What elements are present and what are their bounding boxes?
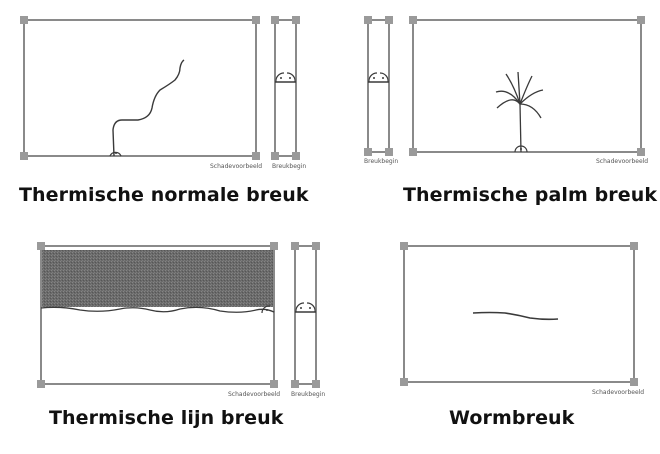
panel-thermal-line-break: Schadevoorbeeld Breukbegin xyxy=(37,242,325,398)
caption-thermal-normal-break: Thermische normale breuk xyxy=(19,184,309,206)
crack-origin-angle-icon xyxy=(295,302,316,313)
crack-line xyxy=(40,306,275,313)
corner-marker xyxy=(409,148,417,156)
panel-worm-break: Schadevoorbeeld xyxy=(400,242,644,396)
crack-origin-dot xyxy=(309,307,311,309)
panel-thermal-normal-break: Schadevoorbeeld Breukbegin xyxy=(20,16,306,170)
corner-marker xyxy=(271,152,279,160)
glass-pane-frame xyxy=(40,245,275,385)
corner-marker xyxy=(637,16,645,24)
break-start-label: Breukbegin xyxy=(364,158,398,165)
corner-marker xyxy=(270,380,278,388)
corner-marker xyxy=(20,152,28,160)
crack-origin-dot xyxy=(266,309,268,311)
caption-worm-break: Wormbreuk xyxy=(449,407,575,429)
corner-marker xyxy=(385,16,393,24)
shaded-broken-area xyxy=(41,250,274,307)
damage-example-label: Schadevoorbeeld xyxy=(596,158,648,165)
corner-marker xyxy=(270,242,278,250)
crack-origin-dot xyxy=(382,77,384,79)
crack-line xyxy=(472,311,559,321)
corner-marker xyxy=(400,378,408,386)
damage-example-label: Schadevoorbeeld xyxy=(228,391,280,398)
corner-marker xyxy=(20,16,28,24)
corner-marker xyxy=(385,148,393,156)
corner-marker xyxy=(630,378,638,386)
corner-marker xyxy=(292,152,300,160)
caption-thermal-line-break: Thermische lijn breuk xyxy=(49,407,284,429)
crack-origin-angle-icon xyxy=(275,72,296,83)
corner-marker xyxy=(252,16,260,24)
crack-origin-dot xyxy=(300,307,302,309)
corner-marker xyxy=(291,380,299,388)
damage-example-label: Schadevoorbeeld xyxy=(592,389,644,396)
corner-marker xyxy=(37,242,45,250)
corner-marker xyxy=(312,242,320,250)
crack-origin-angle-icon xyxy=(261,305,271,314)
panel-thermal-palm-break: Breukbegin Schadevoorbeeld xyxy=(364,16,648,165)
corner-marker xyxy=(364,148,372,156)
glass-pane-frame xyxy=(403,245,635,383)
palm-crack-pattern xyxy=(495,71,544,153)
crack-origin-dot xyxy=(115,152,117,154)
crack-origin-dot xyxy=(280,77,282,79)
crack-origin-angle-icon xyxy=(514,145,528,153)
corner-marker xyxy=(630,242,638,250)
crack-origin-dot xyxy=(520,148,522,150)
corner-marker xyxy=(252,152,260,160)
crack-line xyxy=(112,59,185,157)
corner-marker xyxy=(271,16,279,24)
crack-origin-angle-icon xyxy=(368,72,389,83)
corner-marker xyxy=(637,148,645,156)
corner-marker xyxy=(409,16,417,24)
corner-marker xyxy=(364,16,372,24)
crack-origin-dot xyxy=(289,77,291,79)
corner-marker xyxy=(292,16,300,24)
crack-origin-dot xyxy=(373,77,375,79)
corner-marker xyxy=(400,242,408,250)
corner-marker xyxy=(37,380,45,388)
caption-thermal-palm-break: Thermische palm breuk xyxy=(403,184,658,206)
corner-marker xyxy=(291,242,299,250)
edge-profile-frame xyxy=(367,19,390,153)
edge-profile-frame xyxy=(274,19,297,157)
break-start-label: Breukbegin xyxy=(291,391,325,398)
glass-pane-frame xyxy=(23,19,257,157)
corner-marker xyxy=(312,380,320,388)
break-start-label: Breukbegin xyxy=(272,163,306,170)
edge-profile-frame xyxy=(294,245,317,385)
damage-example-label: Schadevoorbeeld xyxy=(210,163,262,170)
